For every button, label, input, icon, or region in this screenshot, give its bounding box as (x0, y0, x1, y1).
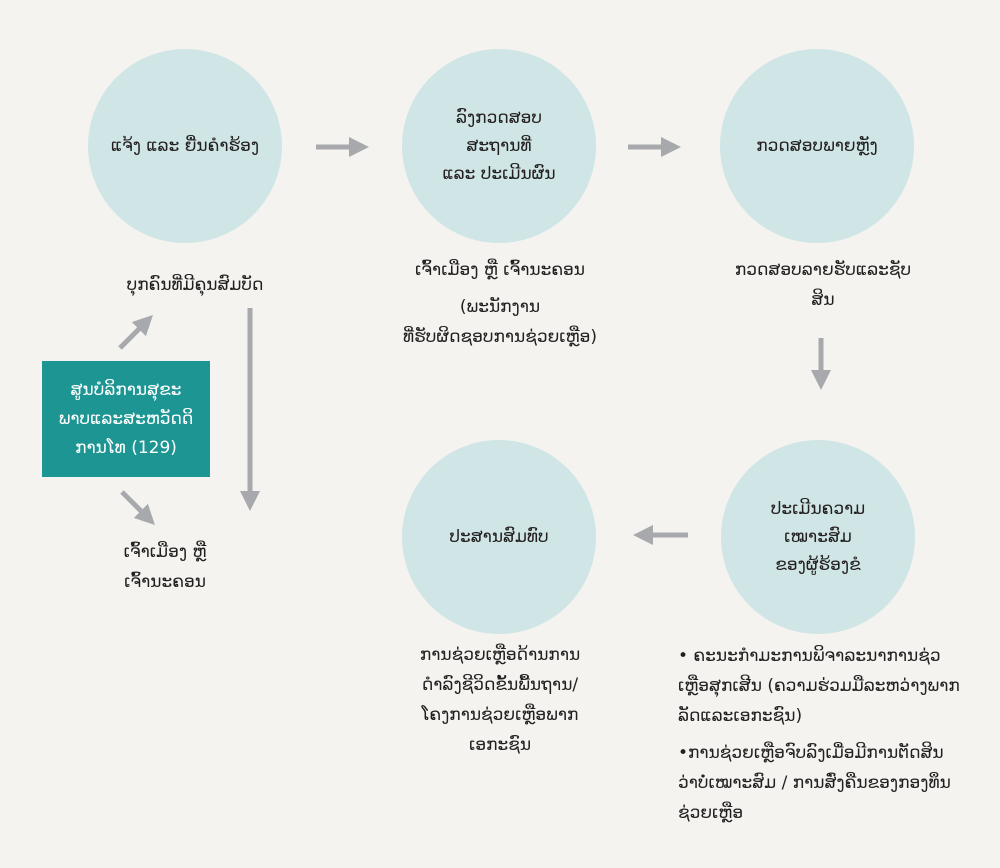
step-coordination-label: ປະສານສົມທົບ (449, 527, 549, 547)
label-district-chief-left: ເຈົ້າເມືອງ ຫຼື ເຈົ້ານະຄອນ (123, 542, 207, 592)
step-coordination: ປະສານສົມທົບ (402, 440, 596, 634)
label-emergency-committee: • ຄະນະກຳມະການພິຈາລະນາການຊ່ວ ເຫຼືອສຸກເສີນ… (678, 646, 960, 726)
step-site-inspection: ລົງກວດສອບສະຖານທີ່ ແລະ ປະເມີນຜົນ (402, 49, 596, 243)
step-suitability-assessment-label: ປະເມີນຄວາມເໝາະສົມ ຂອງຜູ້ຮ້ອງຂໍ (770, 499, 866, 575)
step-site-inspection-label: ລົງກວດສອບສະຖານທີ່ ແລະ ປະເມີນຜົນ (442, 108, 556, 184)
label-district-chief: ເຈົ້າເມືອງ ຫຼື ເຈົ້ານະຄອນ (414, 260, 586, 280)
label-responsible-staff: (ພະນັກງານ ທີ່ຮັບຜິດຊອບການຊ່ວຍເຫຼືອ) (403, 297, 597, 347)
label-income-asset-check: ກວດສອບລາຍຮັບແລະຊັບ ສິນ (734, 260, 912, 310)
label-qualified-person: ບຸກຄົນທີ່ມີຄຸນສົມບັດ (126, 275, 264, 295)
arrow-box-to-district (120, 490, 155, 525)
health-welfare-call-center-box: ສູນບໍລິການສຸຂະ ພາບແລະສະຫວັດດິ ການໂທ (129… (42, 361, 210, 477)
step-suitability-assessment: ປະເມີນຄວາມເໝາະສົມ ຂອງຜູ້ຮ້ອງຂໍ (721, 440, 915, 634)
step-report-apply: ແຈ້ງ ແລະ ຍື່ນຄຳຮ້ອງ (88, 49, 282, 243)
step-report-apply-label: ແຈ້ງ ແລະ ຍື່ນຄຳຮ້ອງ (110, 136, 260, 156)
call-center-label: ສູນບໍລິການສຸຂະ ພາບແລະສະຫວັດດິ ການໂທ (129… (58, 379, 194, 458)
step-post-verification: ກວດສອບພາຍຫຼັງ (720, 49, 914, 243)
label-basic-living-assistance: ການຊ່ວຍເຫຼືອດ້ານການ ດຳລົງຊີວິດຂັ້ນພື້ນຖາ… (419, 645, 581, 755)
arrow-box-to-person (118, 315, 153, 350)
step-post-verification-label: ກວດສອບພາຍຫຼັງ (756, 136, 878, 156)
label-assistance-termination: •ການຊ່ວຍເຫຼືອຈົບລົງເມື່ອມີການຕັດສິນ ວ່າບ… (678, 743, 951, 823)
